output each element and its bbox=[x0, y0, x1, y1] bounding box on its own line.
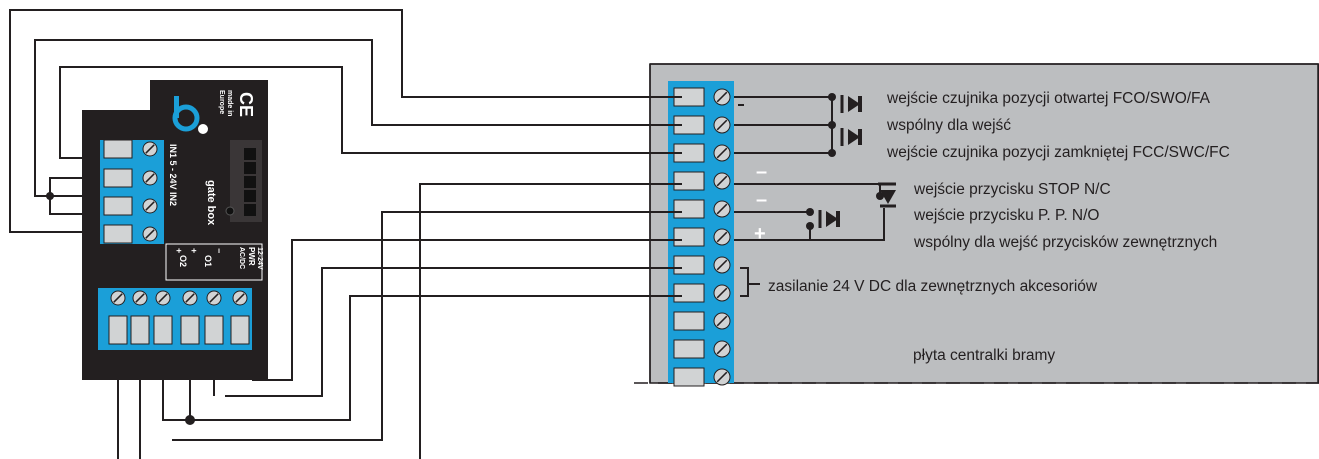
label-stop: wejście przycisku STOP N/C bbox=[913, 181, 1111, 198]
junction-dot-2 bbox=[185, 415, 195, 425]
fco-switch-icon bbox=[840, 95, 862, 113]
screw-icon bbox=[110, 290, 126, 306]
controller-terminal bbox=[673, 283, 731, 303]
screw-icon bbox=[232, 290, 248, 306]
device-led-cells bbox=[244, 148, 256, 216]
device-output-terminal bbox=[153, 290, 173, 345]
board-label: płyta centralki bramy bbox=[913, 347, 1055, 364]
device-input-terminal bbox=[103, 196, 158, 216]
wire-common-to-common bbox=[34, 39, 682, 197]
minus-sign-2: – bbox=[756, 189, 767, 211]
device-button-icon bbox=[225, 206, 235, 216]
wire-o2-to-stop bbox=[419, 183, 682, 459]
device-input-terminal bbox=[103, 139, 158, 159]
screw-icon bbox=[713, 228, 731, 246]
controller-terminal bbox=[673, 171, 731, 191]
controller-terminal bbox=[673, 199, 731, 219]
minus-sign-1: – bbox=[756, 161, 767, 183]
screw-icon bbox=[713, 200, 731, 218]
wire-in2-to-fco bbox=[9, 9, 682, 233]
screw-icon bbox=[713, 116, 731, 134]
origin-text: Europe bbox=[218, 90, 225, 114]
wire-o1-to-pp bbox=[172, 211, 682, 441]
out1-plus-label: + bbox=[189, 248, 199, 253]
controller-terminal bbox=[673, 339, 731, 359]
screw-icon bbox=[142, 141, 158, 157]
screw-icon bbox=[142, 198, 158, 214]
screw-icon bbox=[713, 312, 731, 330]
wire-pwr-minus-a bbox=[225, 267, 682, 397]
screw-icon bbox=[206, 290, 222, 306]
pp-button-icon bbox=[818, 210, 840, 228]
controller-terminal bbox=[673, 143, 731, 163]
device-output-terminal bbox=[230, 290, 250, 345]
screw-icon bbox=[142, 170, 158, 186]
fcc-switch-icon bbox=[840, 128, 862, 146]
switch-symbols bbox=[818, 95, 896, 228]
made-in-text: made in bbox=[226, 90, 233, 116]
screw-icon bbox=[713, 284, 731, 302]
gatebox-device: gate box CE made in Europe IN1 5 - 24V I… bbox=[82, 80, 268, 380]
device-input-terminal bbox=[103, 168, 158, 188]
label-supply: zasilanie 24 V DC dla zewnętrznych akces… bbox=[768, 278, 1098, 295]
screw-icon bbox=[142, 226, 158, 242]
acdc-label: AC/DC bbox=[238, 247, 245, 269]
controller-terminal bbox=[673, 115, 731, 135]
controller-board: płyta centralki bramy bbox=[634, 63, 1319, 387]
out2-plus-label: + bbox=[174, 248, 184, 253]
supply-bracket bbox=[740, 267, 760, 297]
label-fcc: wejście czujnika pozycji zamkniętej FCC/… bbox=[886, 144, 1230, 161]
label-common-buttons: wspólny dla wejść przycisków zewnętrznyc… bbox=[913, 234, 1217, 251]
controller-terminal bbox=[673, 227, 731, 247]
device-input-terminal bbox=[103, 224, 158, 244]
pwr-label: PWR bbox=[247, 247, 256, 266]
brand-logo-text: gate box bbox=[205, 180, 217, 226]
device-output-terminal bbox=[204, 290, 224, 345]
device-output-terminal bbox=[180, 290, 200, 345]
wire-pwr-plus bbox=[252, 239, 682, 381]
wire-pwr-minus-b bbox=[200, 295, 682, 421]
plus-sign: + bbox=[754, 223, 766, 245]
ce-mark: CE bbox=[236, 92, 256, 117]
wire-common-buttons bbox=[734, 208, 885, 241]
screw-icon bbox=[713, 144, 731, 162]
screw-icon bbox=[182, 290, 198, 306]
inputs-label: IN1 5 - 24V IN2 bbox=[168, 144, 178, 206]
gatebox-logo-icon bbox=[172, 96, 208, 134]
controller-terminal bbox=[673, 311, 731, 331]
screw-icon bbox=[132, 290, 148, 306]
device-output-terminal bbox=[108, 290, 128, 345]
label-pp: wejście przycisku P. P. N/O bbox=[913, 207, 1100, 224]
controller-terminal bbox=[673, 255, 731, 275]
junction-dot bbox=[46, 192, 54, 200]
label-common-inputs: wspólny dla wejść bbox=[886, 117, 1011, 134]
screw-icon bbox=[713, 88, 731, 106]
controller-terminal bbox=[673, 367, 731, 387]
screw-icon bbox=[155, 290, 171, 306]
controller-terminal bbox=[673, 87, 731, 107]
wire-in1-to-fcc bbox=[59, 66, 682, 159]
out2-label: O2 bbox=[178, 255, 188, 267]
screw-icon bbox=[713, 340, 731, 358]
screw-icon bbox=[713, 368, 731, 386]
screw-icon bbox=[713, 256, 731, 274]
out1-minus-label: − bbox=[214, 248, 224, 253]
stop-button-icon bbox=[878, 182, 896, 208]
screw-icon bbox=[713, 172, 731, 190]
device-output-terminal bbox=[130, 290, 150, 345]
out1-label: O1 bbox=[203, 255, 213, 267]
label-fco: wejście czujnika pozycji otwartej FCO/SW… bbox=[886, 90, 1211, 107]
wires bbox=[9, 9, 885, 459]
power-voltage-label: 12-24V bbox=[256, 247, 263, 270]
